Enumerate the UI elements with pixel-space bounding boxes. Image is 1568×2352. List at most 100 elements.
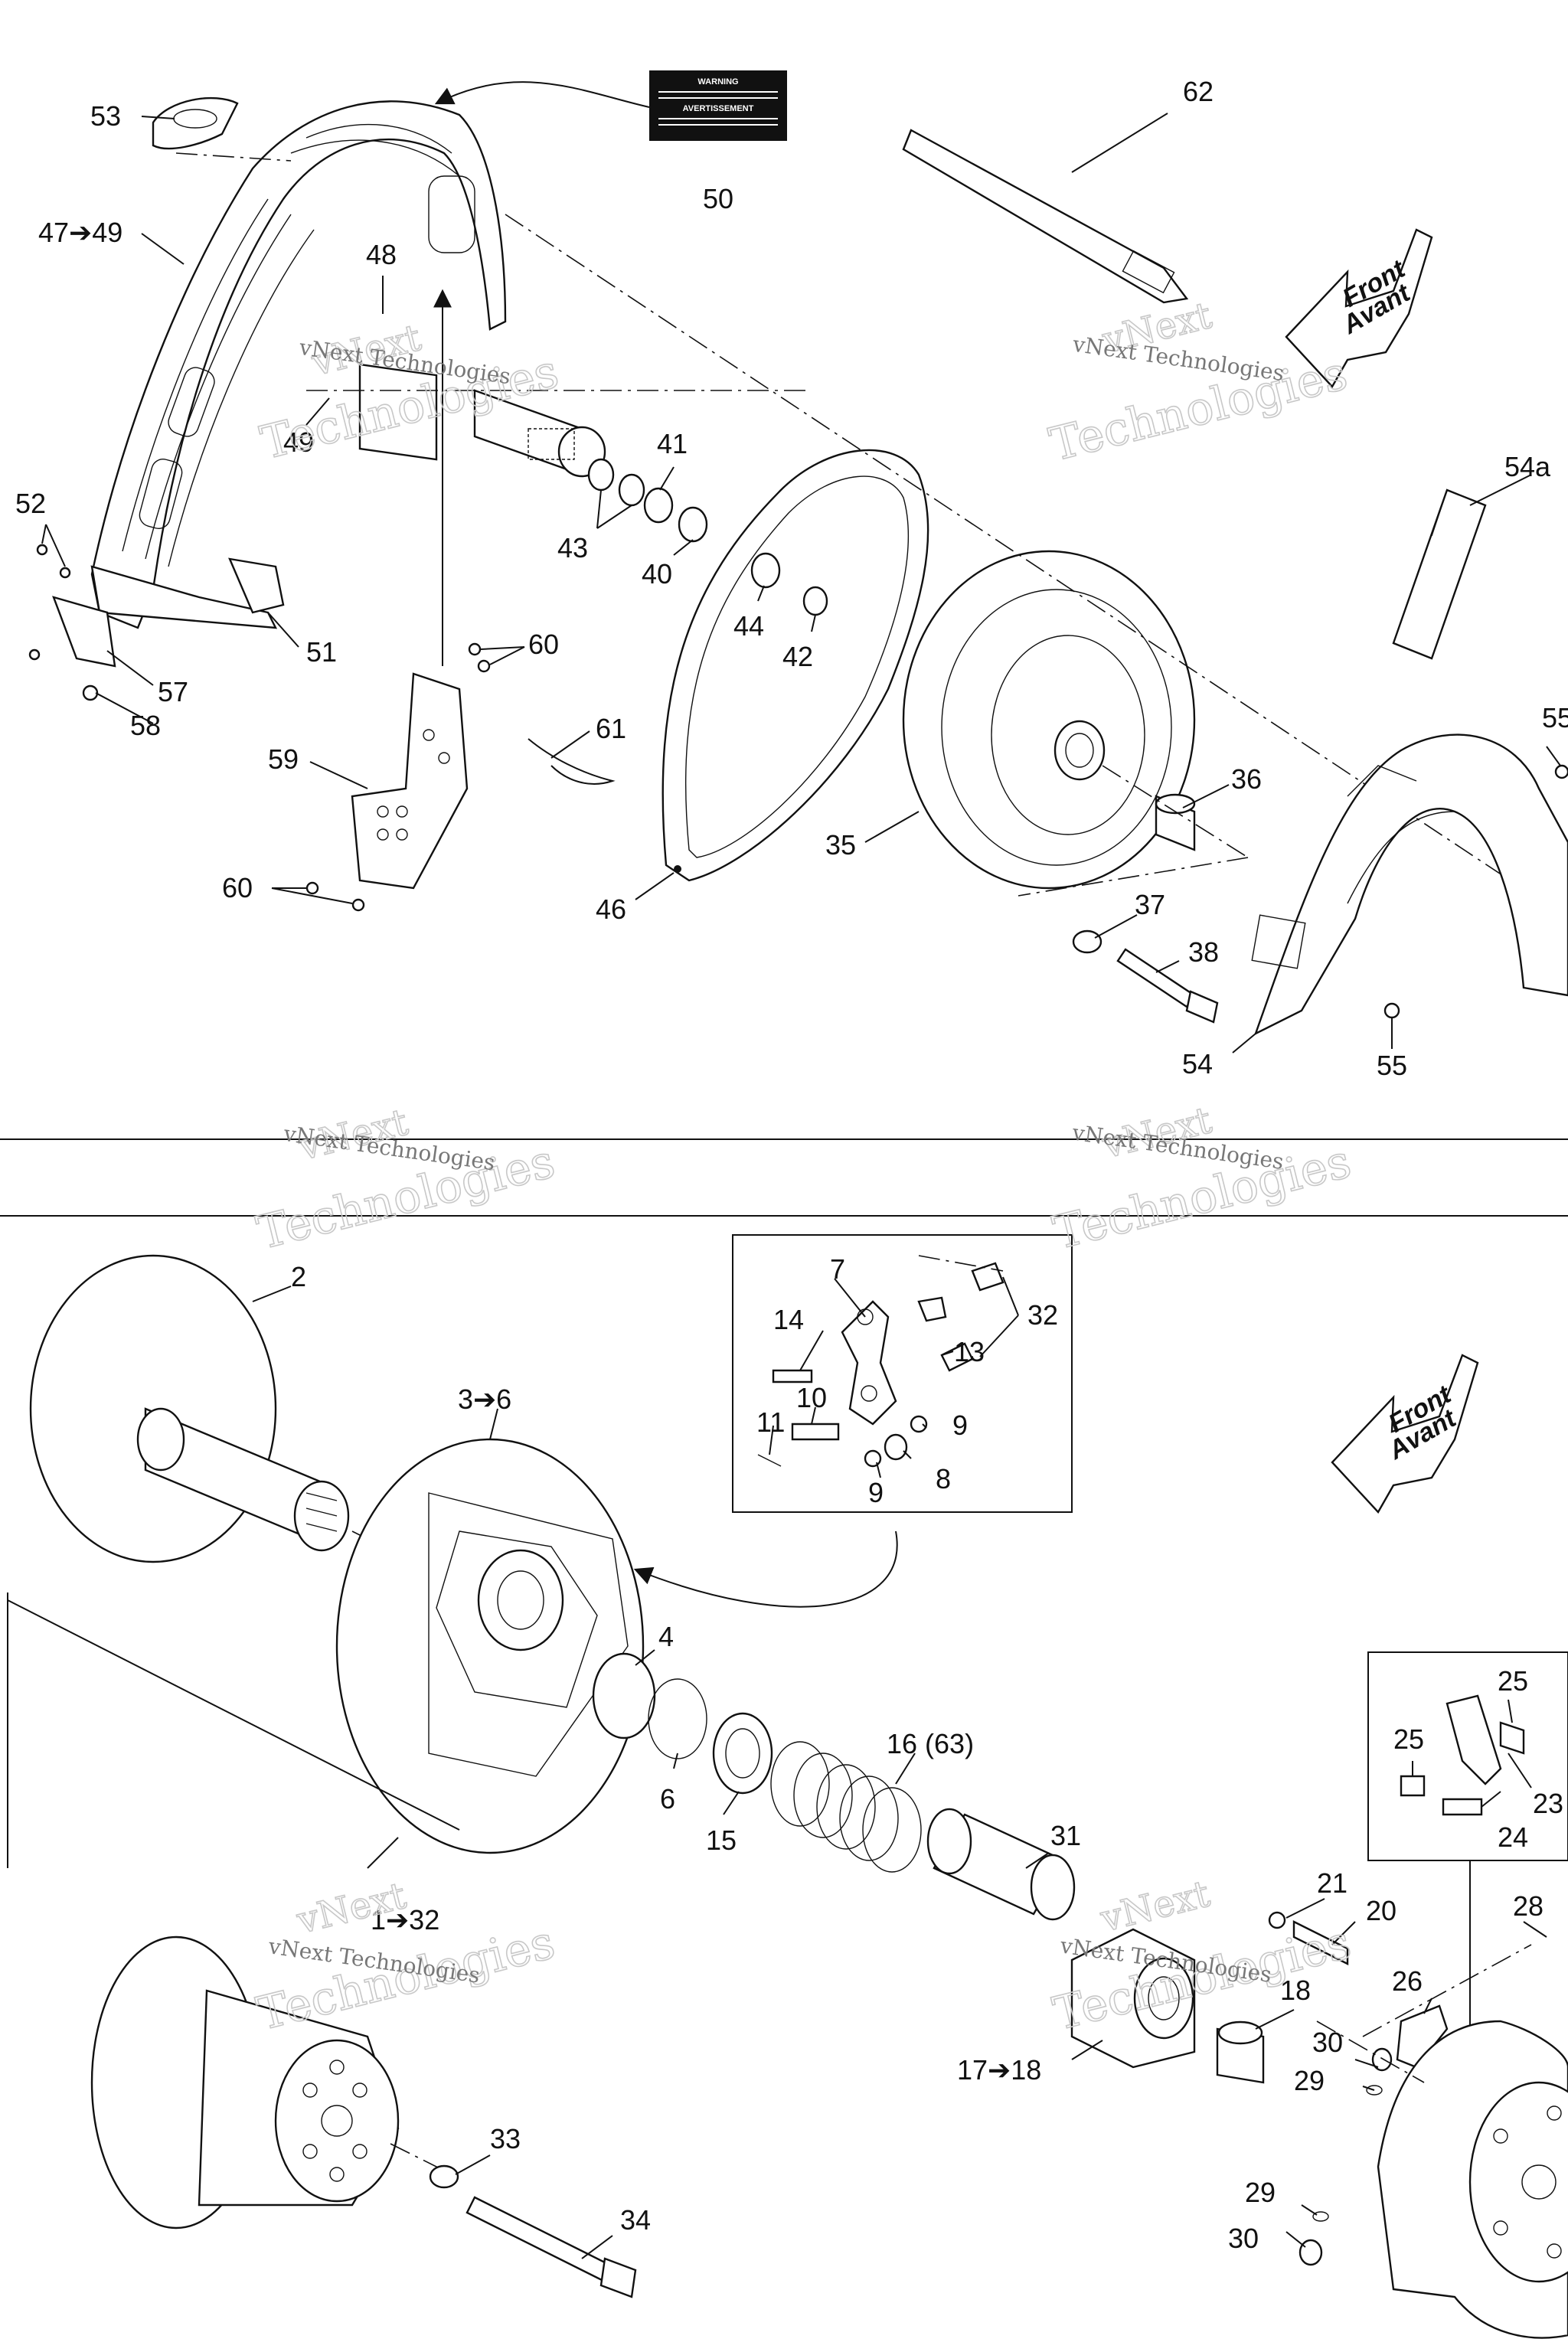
screw-52a: [36, 544, 48, 556]
callout-25b: 25: [1393, 1723, 1424, 1755]
oring-29b: [1312, 2211, 1329, 2222]
bracket-51: [228, 557, 285, 614]
leader-lines: [41, 113, 1561, 2259]
callout-labels: 53 47➔49 48 49 50 62 54a 52 51 57 58 59 …: [15, 76, 1568, 2254]
outer-cover-54: [1251, 733, 1568, 1036]
callout-55a: 55: [1542, 702, 1568, 733]
callout-53: 53: [90, 100, 121, 132]
callout-55b: 55: [1377, 1050, 1407, 1081]
warning-label-50: WARNING AVERTISSEMENT: [649, 70, 787, 141]
screw-60c: [468, 642, 482, 656]
callout-49: 49: [283, 426, 314, 458]
callout-54: 54: [1182, 1048, 1213, 1080]
callout-10: 10: [796, 1382, 827, 1413]
callout-15: 15: [706, 1824, 737, 1856]
clip-55a: [1383, 1002, 1400, 1019]
warning-label-title2: AVERTISSEMENT: [683, 104, 754, 113]
knob-53: [152, 96, 239, 150]
watermark-3: vNext Technologies: [251, 1100, 560, 1261]
callout-9b: 9: [868, 1477, 884, 1508]
assembled-pulley-1-32: [90, 1936, 400, 2230]
callout-7: 7: [830, 1253, 845, 1285]
bushing-4: [592, 1652, 656, 1740]
callout-36: 36: [1231, 763, 1262, 795]
spider-17-18: [1070, 1928, 1196, 2069]
callout-60b: 60: [222, 872, 253, 903]
spacer-36: [1155, 793, 1196, 851]
screw-58: [82, 684, 99, 701]
ring-43a: [587, 458, 615, 492]
callout-38: 38: [1188, 936, 1219, 968]
ring-43b: [618, 473, 645, 507]
callout-2: 2: [291, 1261, 306, 1292]
detail-box-arm: [732, 1234, 1073, 1513]
callout-18: 18: [1280, 1975, 1311, 2006]
callout-11: 11: [756, 1406, 785, 1438]
strap-62: [902, 129, 1189, 304]
watermark-6-line2: Technologies: [1048, 1916, 1356, 2041]
callout-37: 37: [1135, 889, 1165, 920]
front-direction-arrow-bottom: Front Avant: [1331, 1354, 1479, 1514]
callout-14: 14: [773, 1304, 804, 1335]
callout-8: 8: [936, 1463, 951, 1494]
callout-3-6: 3➔6: [458, 1383, 511, 1415]
ring-40: [678, 506, 708, 543]
tube-54a: [1392, 488, 1487, 660]
callout-30a: 30: [1312, 2027, 1343, 2058]
callout-42: 42: [782, 641, 813, 672]
callout-40: 40: [642, 558, 672, 590]
callout-29b: 29: [1245, 2177, 1276, 2208]
plate-48: [358, 363, 438, 461]
screw-57: [28, 648, 41, 661]
screw-60a: [305, 881, 319, 895]
fixed-sheave-2: [29, 1254, 350, 1563]
callout-13: 13: [954, 1336, 985, 1367]
callout-48: 48: [366, 239, 397, 270]
callout-16: 16 (63): [887, 1728, 974, 1759]
bolt-34: [466, 2196, 614, 2283]
callout-62: 62: [1183, 76, 1214, 107]
callout-61: 61: [596, 713, 626, 744]
plug-30a: [1371, 2047, 1393, 2072]
callout-43: 43: [557, 532, 588, 564]
callout-52: 52: [15, 488, 46, 519]
driven-pulley-35: [902, 550, 1196, 890]
bracket-59: [351, 672, 469, 890]
callout-59: 59: [268, 743, 299, 775]
washer-37: [1072, 929, 1102, 954]
callout-58: 58: [130, 710, 161, 741]
callout-47-49: 47➔49: [38, 217, 122, 248]
screw-60d: [477, 659, 491, 673]
callout-24: 24: [1498, 1821, 1528, 1853]
bushing-42: [802, 586, 828, 616]
ring-41: [643, 487, 674, 524]
sleeve-31: [926, 1808, 1076, 1921]
callout-31: 31: [1050, 1820, 1081, 1851]
assembled-pulley-right: [1377, 2020, 1568, 2339]
callout-29a: 29: [1294, 2065, 1325, 2096]
clip-55b: [1554, 764, 1568, 779]
bracket-57: [52, 596, 116, 668]
washer-33: [429, 2164, 459, 2189]
drive-belt-46: [662, 449, 929, 882]
callout-46: 46: [596, 893, 626, 925]
callout-32: 32: [1027, 1299, 1058, 1331]
bushing-18: [1216, 2020, 1265, 2084]
bolt-38: [1116, 948, 1196, 1008]
callout-9a: 9: [952, 1410, 968, 1441]
callout-54a: 54a: [1504, 451, 1551, 482]
callout-1-32: 1➔32: [371, 1904, 439, 1936]
callout-60a: 60: [528, 629, 559, 660]
screw-52b: [59, 567, 71, 579]
watermark-6-line1: vNext: [1096, 1872, 1214, 1940]
washer-21: [1268, 1911, 1286, 1929]
callout-33: 33: [490, 2123, 521, 2154]
snap-ring-6: [648, 1678, 707, 1759]
callout-25a: 25: [1498, 1665, 1528, 1697]
callout-6: 6: [660, 1783, 675, 1815]
callout-17-18: 17➔18: [957, 2054, 1041, 2086]
callout-26: 26: [1392, 1965, 1423, 1997]
plug-30b: [1298, 2239, 1323, 2266]
bushing-44: [750, 552, 781, 589]
